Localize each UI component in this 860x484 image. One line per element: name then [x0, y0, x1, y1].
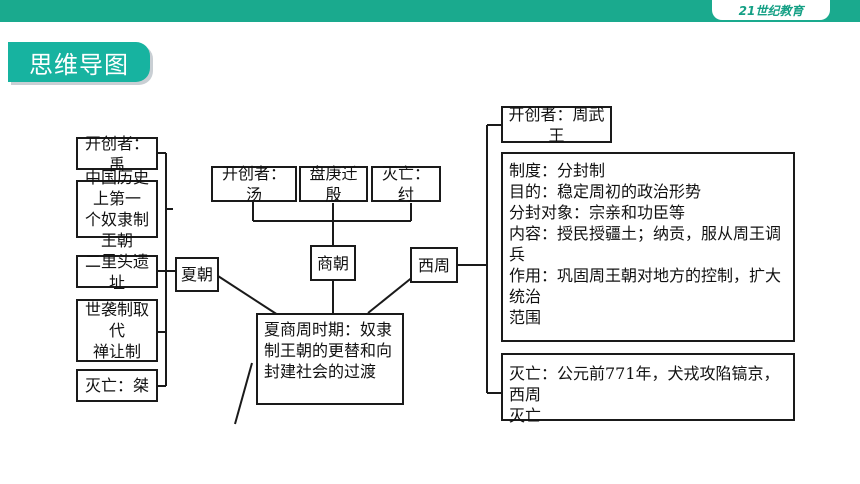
- shang-pangeng-move: 盘庚迁殷: [299, 164, 368, 204]
- xizhou-fengjian-system: 制度：分封制 目的：稳定周初的政治形势 分封对象：宗亲和功臣等 内容：授民授疆土…: [501, 152, 795, 342]
- xia-founder: 开创者：禹: [76, 134, 158, 174]
- xia-erlitou-site: 二里头遗址: [76, 252, 158, 292]
- top-banner: [0, 0, 860, 22]
- shang-fall: 灭亡：纣: [371, 164, 441, 204]
- page-title: 思维导图: [8, 42, 150, 82]
- shang-founder: 开创者：汤: [211, 164, 297, 204]
- xizhou-fall: 灭亡：公元前771年，犬戎攻陷镐京，西周 灭亡: [501, 353, 795, 425]
- logo-text: 21世纪教育: [738, 3, 804, 18]
- xizhou-dynasty-node: 西周: [410, 247, 458, 283]
- center-topic: 夏商周时期：奴隶 制王朝的更替和向 封建社会的过渡: [256, 313, 404, 405]
- xia-dynasty-node: 夏朝: [175, 257, 219, 292]
- xia-hereditary-system: 世袭制取代 禅让制: [76, 299, 158, 362]
- xizhou-founder: 开创者：周武王: [501, 105, 612, 145]
- publisher-logo: 21世纪教育: [712, 0, 830, 20]
- xia-fall: 灭亡：桀: [76, 369, 158, 402]
- shang-dynasty-node: 商朝: [310, 245, 356, 281]
- xia-first-slave-dynasty: 中国历史上第一 个奴隶制王朝: [76, 168, 158, 250]
